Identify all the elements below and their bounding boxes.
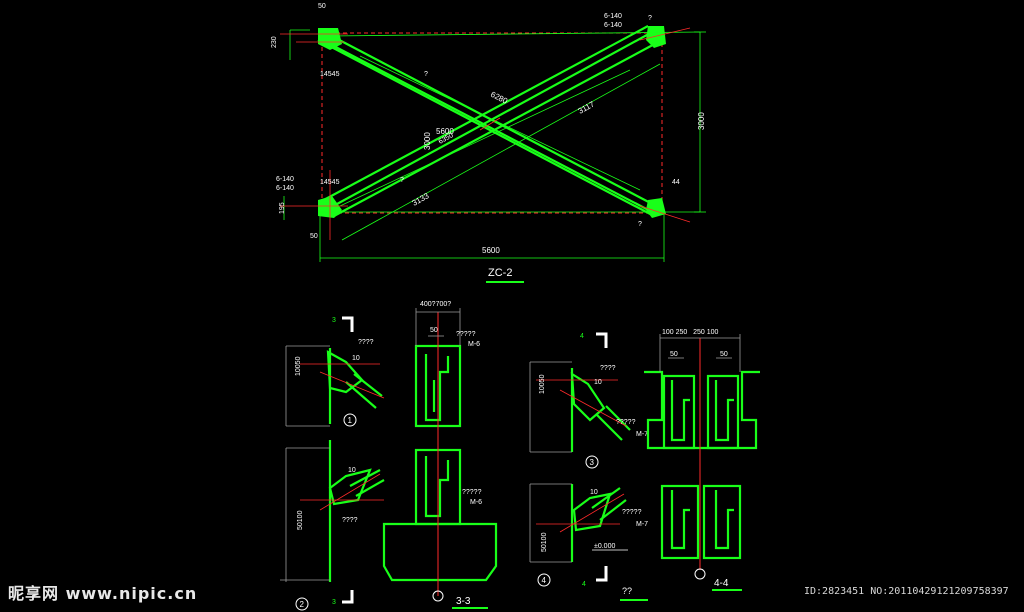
brace-member-b [319,25,663,217]
edge-dim-top: 14545 [320,71,340,78]
dim50a-44: 50 [670,351,678,358]
l10-d2: 10 [348,467,356,474]
dim-diagonal-2: 3117 [577,99,597,115]
dim-center-w: 5600 [436,127,454,136]
dim-center-h: 3000 [423,132,432,150]
misc-50-bottom: 50 [310,233,318,240]
edge-dim-bottom: 14545 [320,179,340,186]
qq-d3: ????? [616,419,636,426]
top-dims-33: 400?700? [420,301,451,308]
center-marker-44 [694,568,706,580]
gusset-plate-tr [646,26,666,48]
drawing-title: ZC-2 [488,267,512,279]
dim-diagonal-3: 3133 [411,191,431,208]
left-dims-d2: 50100 [297,510,304,530]
detail-4-4: 4 4 10050 50100 10 [529,329,760,601]
m-label-33-top: M-6 [468,341,480,348]
dim50b-44: 50 [720,351,728,358]
dim-height-right: 3000 [697,112,706,130]
left-dims-d1: 10050 [295,356,302,376]
plate-label-bl-2: 6-140 [276,185,294,192]
l10-d3: 10 [594,379,602,386]
detail-3-3: 3 3 10050 50100 1 [280,301,498,611]
qq-d4: ????? [622,509,642,516]
gusset-plate-br [646,198,666,218]
m-label-d3: M-7 [636,431,648,438]
elevation-label: ±0.000 [594,543,615,550]
qq-33-bottom: ????? [462,489,482,496]
detail-circle-2-num: 2 [300,600,305,609]
center-marker [432,590,444,602]
gusset-plate-tl [318,28,342,50]
misc-44: 44 [672,179,680,186]
left-dims-d4: 50100 [541,532,548,552]
misc-q-2: ? [400,177,404,184]
sub-q-d2: ???? [342,517,358,524]
section-num-bottom: 3 [332,599,336,606]
misc-50-top: 50 [318,3,326,10]
l10-d1: 10 [352,355,360,362]
detail-circle-3-num: 3 [590,458,595,467]
side-dim-230: 230 [271,36,278,48]
misc-q-1: ? [648,15,652,22]
brace-member-a [317,31,661,217]
misc-q-3: ? [638,221,642,228]
sub-q-d3: ???? [600,365,616,372]
top-elevation: 5600 3000 6280 3117 3133 5600 3000 6350 … [271,3,706,283]
section-mark-bottom [342,590,354,604]
m-label-d4: M-7 [636,521,648,528]
plate-label-tr: 6-140 [604,13,622,20]
section-num-top-44: 4 [580,333,584,340]
section-label-44: 4-4 [714,578,729,589]
section-mark-top [342,316,354,332]
sub-q-d1: ???? [358,339,374,346]
plate-label-bl: 6-140 [276,176,294,183]
detail-circle-4-num: 4 [542,576,547,585]
section-label-33: 3-3 [456,596,471,607]
detail-circle-2 [295,597,309,611]
watermark-left: 昵享网 www.nipic.cn [8,584,198,603]
misc-q-4: ? [424,71,428,78]
plate-label-tr-2: 6-140 [604,22,622,29]
qq-33-top: ????? [456,331,476,338]
detail-circle-3 [585,455,599,469]
section-num-bottom-44: 4 [582,581,586,588]
section-mark-top-44 [596,332,608,348]
side-dim-195: 195 [279,202,286,214]
dim50-33: 50 [430,327,438,334]
dim-width-bottom: 5600 [482,246,500,255]
dim-diagonal-1: 6280 [489,90,509,106]
section-mark-bottom-44 [596,566,608,582]
l10-d4: 10 [590,489,598,496]
unknown-label: ?? [622,586,632,596]
m-label-33-bottom: M-6 [470,499,482,506]
top-dims-44: 100 250 250 100 [662,329,719,336]
left-dims-d3: 10050 [539,374,546,394]
detail-circle-1 [343,413,357,427]
section-num-top: 3 [332,317,336,324]
detail-circle-1-num: 1 [348,416,353,425]
frame-dashed [321,32,663,214]
detail-circle-4 [537,573,551,587]
watermark-right: ID:2823451 NO:20110429121209758397 [804,586,1009,597]
